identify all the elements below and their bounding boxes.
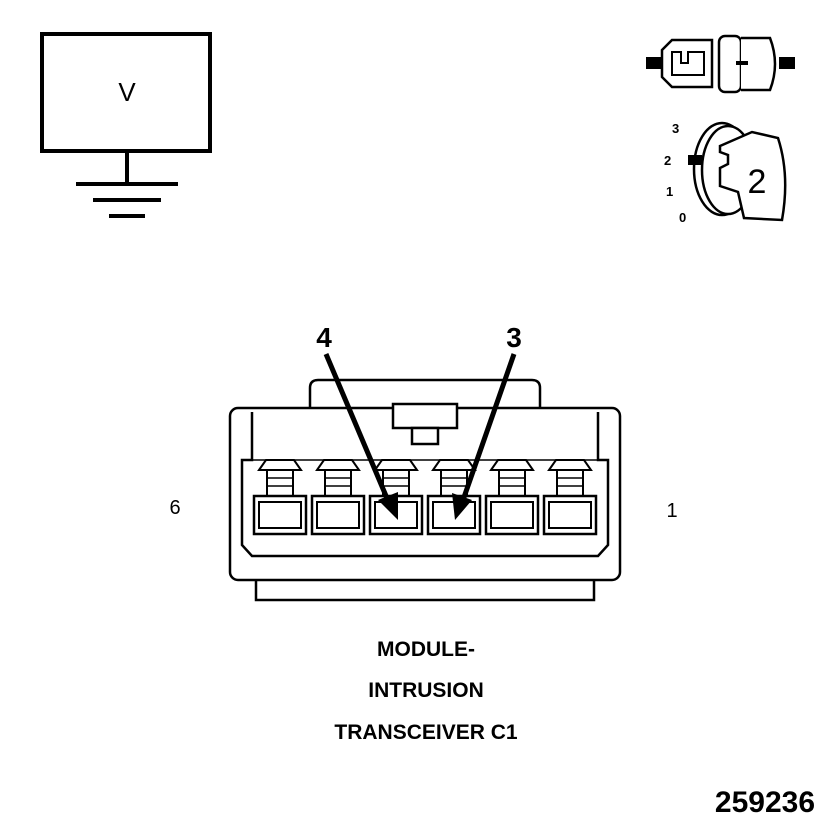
key-position-3: 3 [672, 121, 679, 136]
ignition-key-icon: 3 2 1 0 2 [664, 121, 787, 225]
key-number: 2 [748, 163, 767, 201]
voltmeter-label: V [118, 77, 136, 107]
callout-3-label: 3 [506, 322, 522, 353]
caption-line-2: INTRUSION [368, 679, 484, 702]
key-position-1: 1 [666, 184, 673, 199]
terminal-cavity [484, 459, 540, 536]
ground-icon [76, 182, 178, 218]
connector-latch [391, 402, 459, 446]
pin-label-right: 1 [666, 500, 677, 522]
key-position-0: 0 [679, 210, 686, 225]
caption-line-1: MODULE- [377, 638, 475, 661]
terminal-cavity [252, 459, 308, 536]
connector-body [228, 378, 622, 602]
callout-3: 3 [452, 322, 522, 520]
pin-label-left: 6 [169, 497, 180, 519]
terminal-cavity [542, 459, 598, 536]
key-position-2: 2 [664, 153, 671, 168]
voltmeter-symbol: V [40, 32, 212, 218]
connector-disconnect-icon [646, 34, 795, 94]
callout-4-label: 4 [316, 322, 332, 353]
callout-4: 4 [316, 322, 398, 520]
figure-number: 259236 [714, 786, 815, 819]
terminal-cavity [310, 459, 366, 536]
terminal-row [252, 459, 598, 536]
caption-line-3: TRANSCEIVER C1 [334, 721, 518, 744]
